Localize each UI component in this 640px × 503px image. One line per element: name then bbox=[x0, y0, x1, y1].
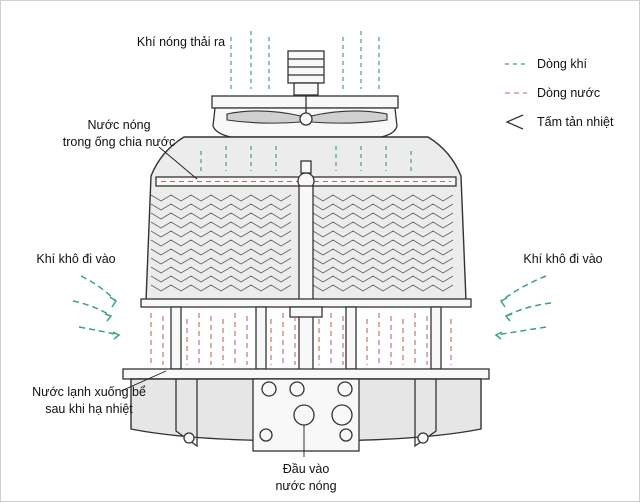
fill-plate-line bbox=[312, 203, 454, 211]
fill-plate-line bbox=[150, 221, 292, 229]
fill-plate-line bbox=[150, 212, 292, 220]
fill-plate-line bbox=[150, 257, 292, 265]
fill-plate-line bbox=[150, 194, 292, 202]
label-dry-air-right: Khí khô đi vào bbox=[523, 252, 602, 266]
fill-plate-line bbox=[312, 248, 454, 256]
fill-plate-line bbox=[312, 230, 454, 238]
fill-plate-line bbox=[150, 203, 292, 211]
cold-water-leader bbox=[120, 370, 167, 392]
fill-plate-line bbox=[150, 248, 292, 256]
exhaust-air-streams bbox=[230, 31, 380, 89]
legend-water-label: Dòng nước bbox=[537, 86, 600, 100]
legend-air-label: Dòng khí bbox=[537, 57, 588, 71]
fill-plate-line bbox=[150, 266, 292, 274]
label-hot-water-inlet-1: Đầu vào bbox=[283, 462, 330, 476]
fill-plate-line bbox=[312, 284, 454, 292]
label-dry-air-left: Khí khô đi vào bbox=[36, 252, 115, 266]
fan-motor bbox=[287, 50, 325, 96]
falling-water-streams bbox=[150, 313, 452, 365]
fill-plate-line bbox=[150, 239, 292, 247]
fill-plate-line bbox=[312, 194, 454, 202]
label-hot-water-pipe-1: Nước nóng bbox=[87, 118, 150, 132]
pipe-fittings bbox=[259, 381, 353, 442]
central-riser-pipe bbox=[298, 185, 314, 377]
water-distribution-pipe bbox=[155, 160, 457, 190]
fill-plate-line bbox=[150, 230, 292, 238]
intake-arrows-right bbox=[494, 275, 552, 340]
label-hot-water-pipe-2: trong ống chia nước bbox=[63, 135, 175, 149]
fill-plate-line bbox=[312, 275, 454, 283]
fill-pack-left bbox=[150, 194, 292, 292]
dome-air-streams bbox=[200, 146, 412, 171]
fill-plate-line bbox=[312, 239, 454, 247]
fill-plate-line bbox=[150, 275, 292, 283]
legend-fill-plate-label: Tấm tản nhiệt bbox=[537, 115, 614, 129]
fan-blades bbox=[226, 95, 388, 126]
fill-plate-line bbox=[312, 257, 454, 265]
fill-pack-right bbox=[312, 194, 454, 292]
legend-fill-plate-swatch bbox=[505, 114, 524, 130]
label-hot-water-inlet-2: nước nóng bbox=[275, 479, 336, 493]
legend: Dòng khí Dòng nước Tấm tản nhiệt bbox=[505, 57, 614, 130]
fill-plate-line bbox=[312, 266, 454, 274]
label-cold-water-2: sau khi hạ nhiệt bbox=[45, 402, 133, 416]
fill-plate-line bbox=[312, 212, 454, 220]
lower-deck bbox=[140, 298, 472, 308]
hot-water-pipe-leader bbox=[158, 146, 198, 180]
label-hot-air-out: Khí nóng thải ra bbox=[137, 35, 225, 49]
fill-plate-line bbox=[312, 221, 454, 229]
intake-arrows-left bbox=[72, 275, 121, 340]
label-cold-water-1: Nước lạnh xuống bể bbox=[32, 385, 146, 399]
fill-plate-line bbox=[150, 284, 292, 292]
